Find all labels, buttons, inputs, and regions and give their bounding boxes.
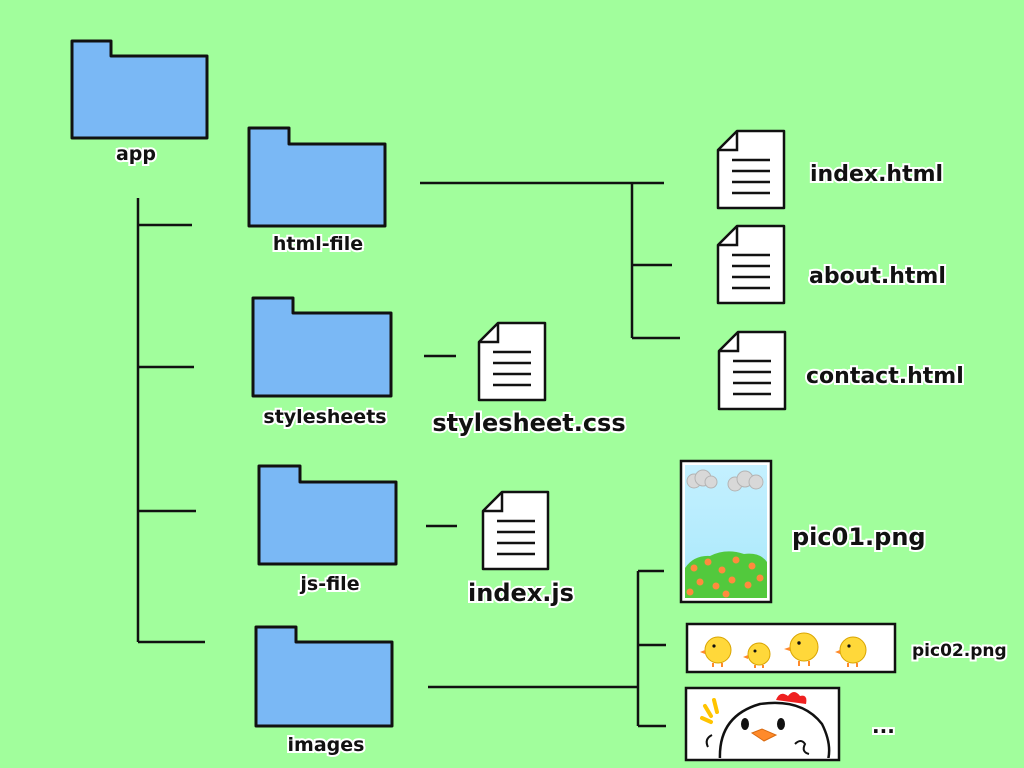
cloud-icon bbox=[686, 469, 764, 492]
folder-icon-html-file[interactable] bbox=[247, 126, 387, 228]
folder-icon-images[interactable] bbox=[254, 625, 394, 728]
document-icon-stylesheet-css[interactable] bbox=[477, 321, 547, 402]
image-thumbnail-pic01[interactable] bbox=[679, 459, 773, 604]
file-label-about-html: about.html bbox=[809, 264, 946, 289]
document-icon-contact-html[interactable] bbox=[717, 330, 787, 411]
folder-icon-app[interactable] bbox=[70, 39, 209, 140]
folder-label-stylesheets: stylesheets bbox=[263, 406, 386, 428]
chick-icon bbox=[743, 642, 771, 668]
folder-label-html-file: html-file bbox=[273, 233, 363, 255]
chick-icon bbox=[700, 636, 732, 667]
image-thumbnail-chicken[interactable] bbox=[684, 686, 841, 762]
document-icon-index-html[interactable] bbox=[716, 129, 786, 210]
folder-label-js-file: js-file bbox=[299, 573, 359, 595]
chick-icon bbox=[784, 632, 819, 666]
folder-icon-js-file[interactable] bbox=[257, 464, 398, 566]
flower-icon bbox=[686, 556, 764, 598]
file-label-contact-html: contact.html bbox=[806, 364, 964, 389]
document-icon-about-html[interactable] bbox=[716, 224, 786, 305]
tree-connectors bbox=[136, 181, 680, 728]
file-label-pic01: pic01.png bbox=[792, 523, 926, 551]
file-label-pic02: pic02.png bbox=[912, 641, 1007, 661]
file-label-stylesheet-css: stylesheet.css bbox=[432, 409, 625, 437]
folder-icon-stylesheets[interactable] bbox=[251, 296, 393, 398]
folder-label-app: app bbox=[116, 143, 156, 165]
document-icon-index-js[interactable] bbox=[481, 490, 550, 571]
chick-icon bbox=[835, 636, 867, 667]
chicken-icon bbox=[700, 692, 831, 758]
file-label-index-html: index.html bbox=[810, 162, 943, 187]
file-label-index-js: index.js bbox=[468, 579, 574, 607]
folder-label-images: images bbox=[288, 734, 365, 756]
file-label-more: ... bbox=[872, 714, 895, 738]
image-thumbnail-pic02[interactable] bbox=[685, 622, 897, 674]
